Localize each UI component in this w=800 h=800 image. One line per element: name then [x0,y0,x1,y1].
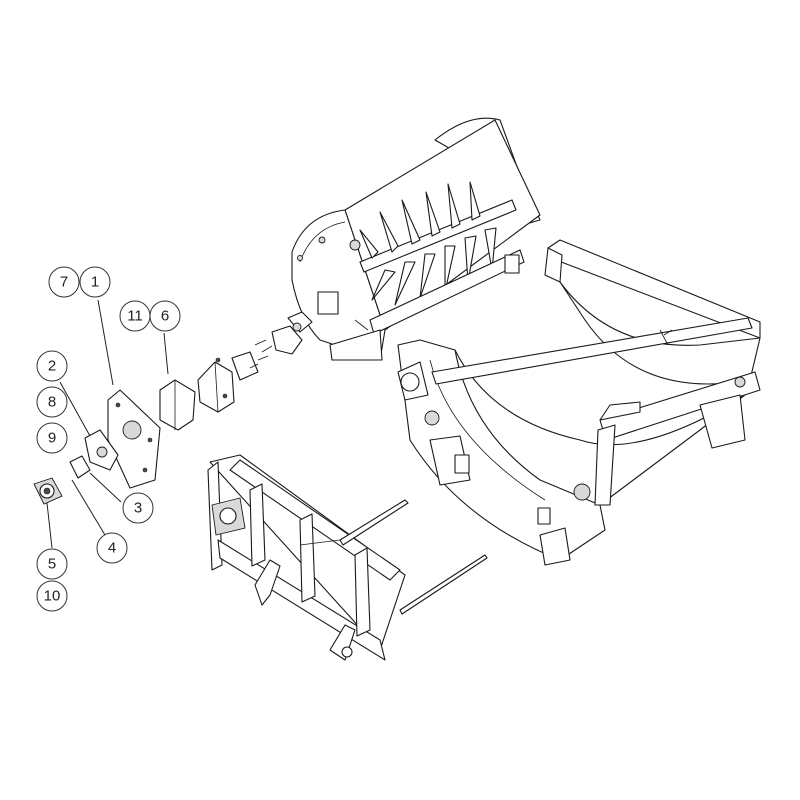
callout-5: 5 [36,548,68,580]
coupling-ring [69,455,91,479]
callout-1: 1 [79,266,111,298]
callout-label: 1 [91,274,99,291]
spear-carrier-frame [207,454,488,661]
callout-10: 10 [36,580,68,612]
callout-4: 4 [96,532,128,564]
hydraulic-motor [33,477,63,505]
callout-9: 9 [36,422,68,454]
callout-label: 7 [60,274,68,291]
callout-label: 3 [134,500,142,517]
bearing-hub [231,311,313,381]
callout-leaders [46,299,169,549]
callout-label: 8 [48,394,56,411]
callout-label: 11 [127,308,143,325]
callout-3: 3 [122,492,154,524]
callout-2: 2 [36,350,68,382]
callout-7: 7 [48,266,80,298]
flange-plate [84,429,119,471]
callout-label: 2 [48,358,56,375]
callout-label: 5 [48,556,56,573]
rotor-housing [291,117,541,361]
mounting-plate [107,389,161,489]
callout-label: 4 [108,540,116,557]
hex-shaft [197,357,235,413]
callout-label: 10 [44,588,61,605]
callout-8: 8 [36,386,68,418]
drive-adapter [159,379,196,431]
callout-label: 9 [48,430,56,447]
callout-11: 11 [119,300,151,332]
callout-label: 6 [161,308,169,325]
callout-6: 6 [149,300,181,332]
cradle-frame [397,239,761,566]
